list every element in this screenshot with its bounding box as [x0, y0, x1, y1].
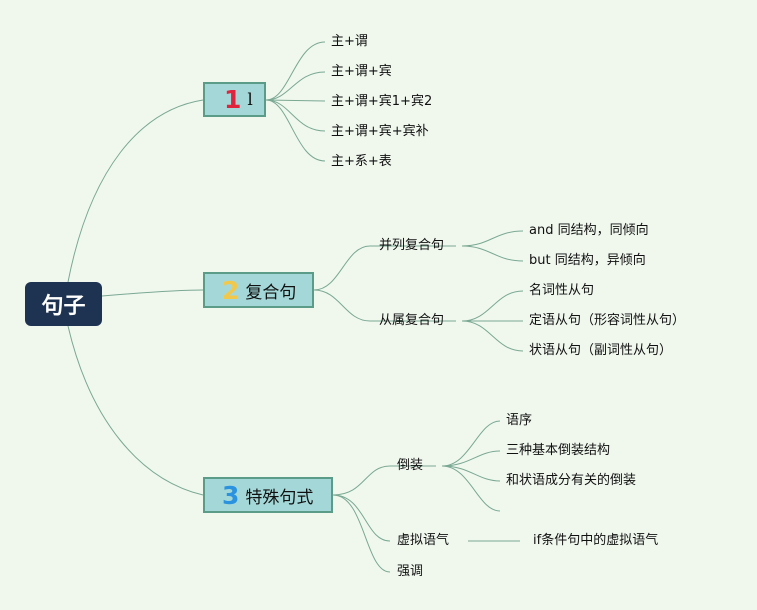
inversion-node[interactable]: 倒装: [397, 458, 424, 473]
parallel-compound-node[interactable]: 并列复合句: [379, 238, 445, 253]
branch-2-label: 复合句: [245, 282, 297, 303]
subordinate-compound-node[interactable]: 从属复合句: [379, 313, 445, 328]
link-b3-emphasis: [332, 494, 391, 573]
root-node-sentence[interactable]: 句子: [25, 282, 102, 326]
clause-attributive[interactable]: 定语从句（形容词性从句）: [529, 313, 686, 328]
link-inv-1: [441, 420, 501, 467]
sentence-pattern-1[interactable]: 主+谓: [331, 34, 368, 49]
link-b1-item5: [265, 99, 326, 162]
number-1-icon: 1: [224, 85, 242, 114]
link-b1-item3: [265, 99, 326, 102]
link-inv-4: [441, 465, 501, 512]
link-b2-parallel: [313, 245, 371, 291]
link-parallel-2: [461, 245, 524, 262]
link-root-b3: [67, 325, 204, 496]
branch-node-1[interactable]: 1 l: [203, 82, 266, 117]
root-label: 句子: [41, 294, 86, 319]
sentence-pattern-4[interactable]: 主+谓+宾+宾补: [331, 124, 429, 139]
link-subord-3: [461, 320, 524, 352]
inversion-item-adverbial[interactable]: 和状语成分有关的倒装: [506, 473, 637, 488]
subjunctive-node[interactable]: 虚拟语气: [397, 533, 450, 548]
number-3-icon: 3: [222, 480, 240, 510]
link-inv-2: [441, 450, 501, 467]
link-root-b1: [67, 99, 204, 283]
link-root-b2: [101, 289, 204, 297]
link-inv-3: [441, 465, 501, 482]
link-b2-subordinate: [313, 289, 371, 322]
link-parallel-1: [461, 230, 524, 247]
link-b1-item1: [265, 41, 326, 101]
link-b1-item4: [265, 99, 326, 132]
branch-node-2[interactable]: 2 复合句: [203, 272, 314, 308]
link-b3-inversion: [332, 465, 391, 496]
branch-3-label: 特殊句式: [245, 487, 314, 508]
subjunctive-item-if-clause[interactable]: if条件句中的虚拟语气: [533, 533, 659, 548]
link-b1-item2: [265, 71, 326, 101]
sentence-pattern-2[interactable]: 主+谓+宾: [331, 64, 392, 79]
sentence-pattern-5[interactable]: 主+系+表: [331, 154, 392, 169]
inversion-item-basic-structures[interactable]: 三种基本倒装结构: [506, 443, 611, 458]
branch-node-3[interactable]: 3 特殊句式: [203, 477, 333, 513]
sentence-pattern-3[interactable]: 主+谓+宾1+宾2: [331, 94, 433, 109]
clause-noun[interactable]: 名词性从句: [529, 283, 595, 298]
parallel-item-and[interactable]: and 同结构，同倾向: [529, 223, 649, 238]
emphasis-node[interactable]: 强调: [397, 564, 424, 579]
link-subord-1: [461, 290, 524, 322]
parallel-item-but[interactable]: but 同结构，异倾向: [529, 253, 646, 268]
inversion-item-word-order[interactable]: 语序: [506, 413, 533, 428]
clause-adverbial[interactable]: 状语从句（副词性从句）: [529, 343, 673, 358]
branch-1-label: l: [247, 89, 253, 110]
number-2-icon: 2: [222, 275, 240, 305]
link-b3-subjunctive: [332, 494, 391, 542]
